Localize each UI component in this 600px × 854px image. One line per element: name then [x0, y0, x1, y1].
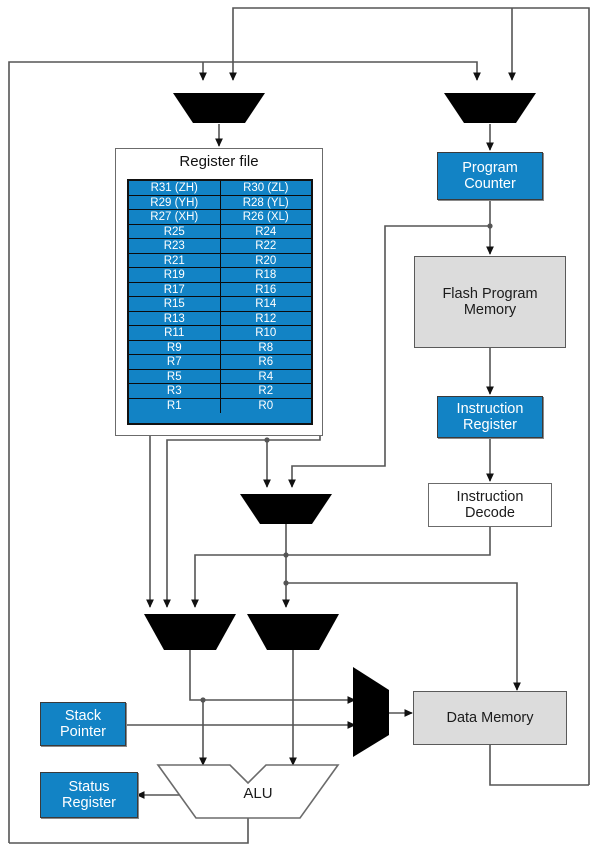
register-cell-high: R1	[129, 398, 221, 413]
program-counter-line1: Program	[462, 159, 518, 176]
instruction-decode-block[interactable]: Instruction Decode	[428, 483, 552, 527]
register-cell-low: R8	[220, 341, 311, 355]
program-counter-block[interactable]: Program Counter	[437, 152, 543, 200]
data-memory-block[interactable]: Data Memory	[413, 691, 567, 745]
status-register-line2: Register	[62, 795, 116, 811]
flash-program-memory-line2: Memory	[463, 302, 517, 318]
instruction-register-line2: Register	[463, 417, 517, 433]
register-file-row: R31 (ZH)R30 (ZL)	[129, 181, 311, 196]
register-file-row: R29 (YH)R28 (YL)	[129, 195, 311, 210]
register-cell-high: R15	[129, 297, 221, 312]
register-file-row: R1 R0	[129, 398, 311, 413]
status-register-block[interactable]: Status Register	[40, 772, 138, 818]
register-cell-high: R7	[129, 355, 221, 370]
register-cell-low: R4	[220, 370, 311, 384]
register-cell-low: R0	[258, 399, 274, 412]
instruction-decode-line2: Decode	[465, 505, 515, 521]
register-cell-low: R26 (XL)	[220, 210, 311, 225]
register-cell-high: R23	[129, 239, 221, 254]
register-cell-low: R28 (YL)	[220, 196, 311, 210]
register-cell-high: R5	[129, 369, 221, 384]
register-cell-low: R18	[220, 268, 311, 283]
register-cell-low: R10	[220, 326, 311, 341]
instruction-decode-line1: Instruction	[456, 488, 524, 505]
register-file-row: R27 (XH)R26 (XL)	[129, 210, 311, 225]
register-cell-high: R19	[129, 268, 221, 283]
status-register-line1: Status	[68, 778, 110, 795]
register-cell-high: R27 (XH)	[129, 210, 221, 225]
register-file-title: Register file	[179, 153, 259, 170]
program-counter-line2: Counter	[464, 176, 516, 192]
register-cell-high: R21	[129, 253, 221, 268]
register-cell-low: R22	[220, 239, 311, 254]
instruction-register-block[interactable]: Instruction Register	[437, 396, 543, 438]
data-memory-line1: Data Memory	[446, 709, 534, 726]
register-cell-high: R25	[129, 224, 221, 239]
stack-pointer-line1: Stack	[64, 707, 102, 724]
alu-label: ALU	[243, 785, 273, 802]
register-cell-high: R13	[129, 311, 221, 326]
register-cell-low: R30 (ZL)	[220, 181, 311, 196]
register-cell-high: R17	[129, 282, 221, 297]
wire-group	[8, 7, 590, 844]
register-cell-high: R9	[129, 340, 221, 355]
flash-program-memory-block[interactable]: Flash Program Memory	[414, 256, 566, 348]
stack-pointer-block[interactable]: Stack Pointer	[40, 702, 126, 746]
register-cell-low: R12	[220, 312, 311, 326]
register-cell-high: R11	[129, 326, 221, 341]
register-cell-high: R31 (ZH)	[129, 181, 221, 196]
register-cell-low: R20	[220, 254, 311, 268]
register-cell-low: R24	[220, 225, 311, 239]
register-cell-low: R6	[220, 355, 311, 370]
register-cell-high: R3	[129, 384, 221, 399]
register-cell-low: R2	[220, 384, 311, 399]
register-file: Register file R31 (ZH)R30 (ZL)R29 (YH)R2…	[115, 148, 323, 436]
instruction-register-line1: Instruction	[456, 400, 524, 417]
stack-pointer-line2: Pointer	[60, 724, 106, 740]
flash-program-memory-line1: Flash Program	[442, 285, 538, 302]
register-cell-high: R29 (YH)	[129, 195, 221, 210]
register-cell-low: R14	[220, 297, 311, 312]
register-cell-low: R16	[220, 283, 311, 297]
register-file-table: R31 (ZH)R30 (ZL)R29 (YH)R28 (YL)R27 (XH)…	[127, 179, 313, 425]
